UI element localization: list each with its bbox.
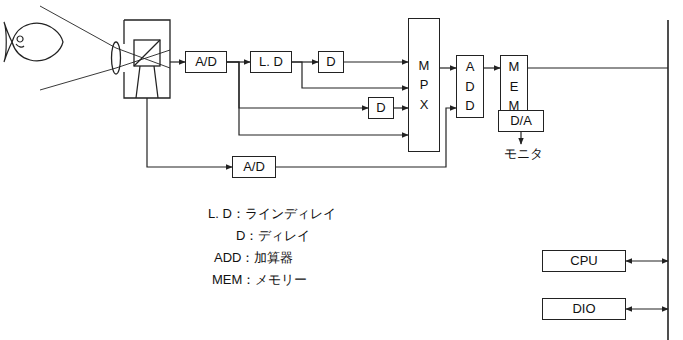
- process-box: DIO: [542, 298, 626, 320]
- legend-note: ADD：加算器: [214, 249, 293, 267]
- process-box: CPU: [542, 250, 626, 272]
- process-box: D/A: [498, 110, 544, 132]
- box-label: A/D: [243, 160, 265, 174]
- box-label: D: [376, 101, 385, 115]
- legend-note: D：ディレイ: [236, 227, 310, 245]
- process-box: D: [318, 51, 344, 73]
- box-label: D/A: [510, 114, 532, 128]
- legend-note: MEM：メモリー: [212, 271, 307, 289]
- box-label: MPX: [418, 56, 431, 115]
- vertical-block: MPX: [408, 18, 440, 152]
- camera-housing: [112, 20, 171, 98]
- signal-wire: [292, 62, 408, 88]
- output-label: モニタ: [504, 145, 543, 163]
- box-label: L. D: [259, 55, 283, 69]
- signal-wire: [227, 62, 368, 108]
- process-box: A/D: [185, 51, 227, 73]
- light-ray: [40, 6, 170, 90]
- process-box: L. D: [250, 51, 292, 73]
- box-label: CPU: [570, 254, 597, 268]
- process-box: D: [368, 97, 394, 119]
- box-label: DIO: [572, 302, 595, 316]
- system-bus: [667, 20, 669, 340]
- box-label: D: [326, 55, 335, 69]
- vertical-block: MEM: [500, 55, 528, 118]
- legend-note: L. D：ラインディレイ: [208, 205, 336, 223]
- bus-connection: [626, 260, 668, 261]
- box-label: ADD: [464, 57, 477, 116]
- box-label: MEM: [508, 57, 521, 116]
- box-label: A/D: [195, 55, 217, 69]
- bus-connection: [626, 308, 668, 309]
- signal-wire: [440, 67, 456, 68]
- signal-wire: [344, 61, 408, 62]
- vertical-block: ADD: [456, 55, 484, 118]
- signal-wire: [394, 107, 408, 108]
- signal-wire: [484, 67, 500, 68]
- process-box: A/D: [232, 156, 276, 178]
- fish-illustration: [4, 22, 63, 62]
